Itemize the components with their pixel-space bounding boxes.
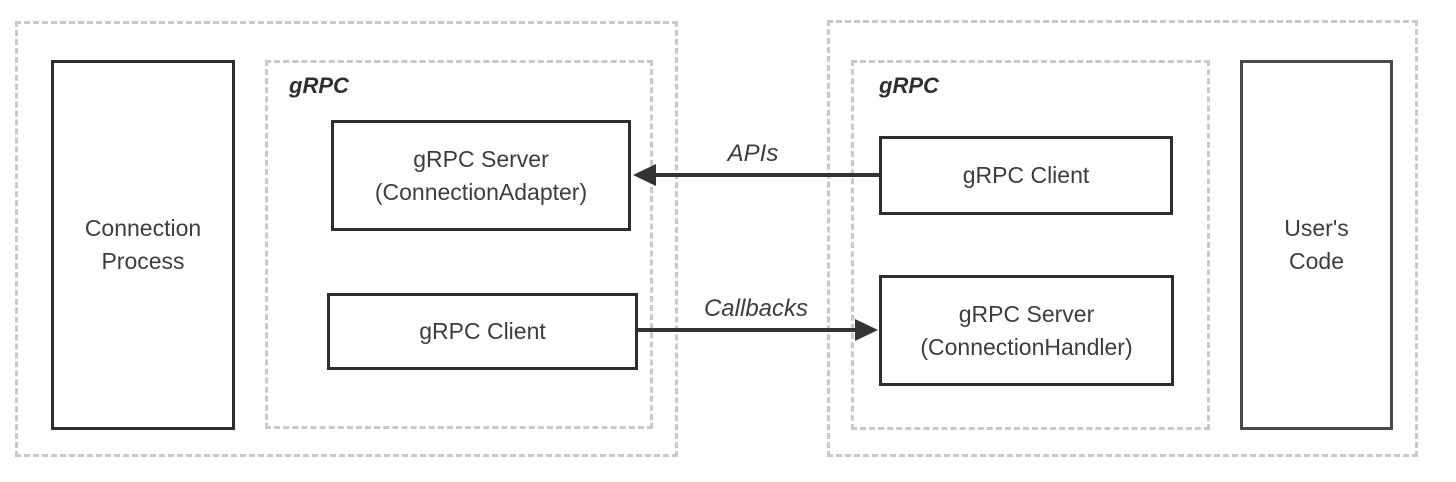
left-grpc-client-label: gRPC Client [419,318,546,344]
connection-process-label-line1: Connection [84,215,202,241]
grpc-server-adapter-label-line1: gRPC Server [413,145,549,172]
callbacks-arrow-line [638,328,858,332]
left-grpc-container [265,60,653,429]
grpc-server-handler-label-line1: gRPC Server [958,300,1095,327]
left-grpc-client-box: gRPC Client [327,293,638,370]
apis-arrow-line [652,173,879,177]
grpc-server-connection-adapter-box: gRPC Server (ConnectionAdapter) [331,120,631,231]
callbacks-arrow-label: Callbacks [703,295,809,322]
left-grpc-container-label: gRPC [289,73,349,98]
apis-arrow-label: APIs [727,140,779,167]
right-grpc-client-box: gRPC Client [879,136,1173,215]
callbacks-arrow-head-icon [855,319,878,341]
users-code-label-line2: Code [1289,248,1344,274]
grpc-server-handler-label-line2: (ConnectionHandler) [920,333,1133,360]
connection-process-box: Connection Process [51,60,235,430]
right-grpc-container [851,60,1210,430]
left-process-group-container [15,21,678,457]
right-user-group-container [827,20,1418,457]
right-grpc-container-label: gRPC [879,73,939,98]
users-code-box: User's Code [1240,60,1393,430]
right-grpc-client-label: gRPC Client [962,162,1090,188]
connection-process-label-line2: Process [101,248,185,274]
grpc-server-connection-handler-box: gRPC Server (ConnectionHandler) [879,275,1174,386]
users-code-label-line1: User's [1284,215,1349,241]
apis-arrow-head-icon [633,164,656,186]
grpc-server-adapter-label-line2: (ConnectionAdapter) [374,178,588,205]
